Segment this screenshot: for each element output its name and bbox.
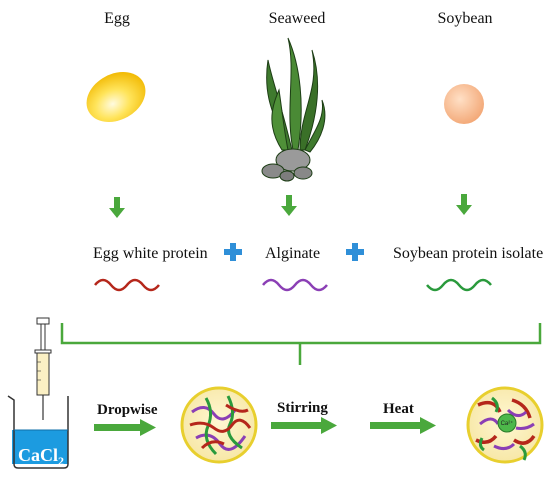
seaweed-icon bbox=[261, 37, 326, 182]
heat-label: Heat bbox=[383, 401, 414, 417]
egg-label: Egg bbox=[104, 10, 130, 27]
egg-white-protein-wave bbox=[94, 278, 160, 292]
cacl2-label: CaCl2 bbox=[18, 445, 64, 468]
soybean-icon bbox=[444, 84, 484, 124]
mixing-bracket bbox=[60, 323, 542, 365]
right-arrow-icon bbox=[94, 419, 156, 436]
right-arrow-icon bbox=[271, 417, 337, 434]
beaker-icon bbox=[7, 395, 69, 469]
calcium-ion-label: Ca²⁺ bbox=[501, 420, 514, 427]
dropwise-label: Dropwise bbox=[97, 402, 158, 418]
stirring-label: Stirring bbox=[277, 400, 328, 416]
soybean-protein-wave bbox=[426, 278, 492, 292]
plus-icon bbox=[346, 243, 364, 261]
alginate-label: Alginate bbox=[265, 245, 320, 262]
egg-icon bbox=[86, 72, 146, 122]
down-arrow-icon bbox=[281, 195, 297, 216]
down-arrow-icon bbox=[456, 194, 472, 215]
soybean-label: Soybean bbox=[437, 10, 492, 27]
down-arrow-icon bbox=[109, 197, 125, 218]
plus-icon bbox=[224, 243, 242, 261]
syringe-icon bbox=[34, 317, 52, 420]
soybean-protein-isolate-label: Soybean protein isolate bbox=[393, 245, 543, 262]
egg-white-protein-label: Egg white protein bbox=[93, 245, 208, 262]
right-arrow-icon bbox=[370, 417, 436, 434]
seaweed-label: Seaweed bbox=[269, 10, 326, 27]
alginate-wave bbox=[262, 278, 328, 292]
mixed-bead-icon bbox=[180, 386, 258, 464]
gel-bead-icon bbox=[466, 386, 544, 464]
